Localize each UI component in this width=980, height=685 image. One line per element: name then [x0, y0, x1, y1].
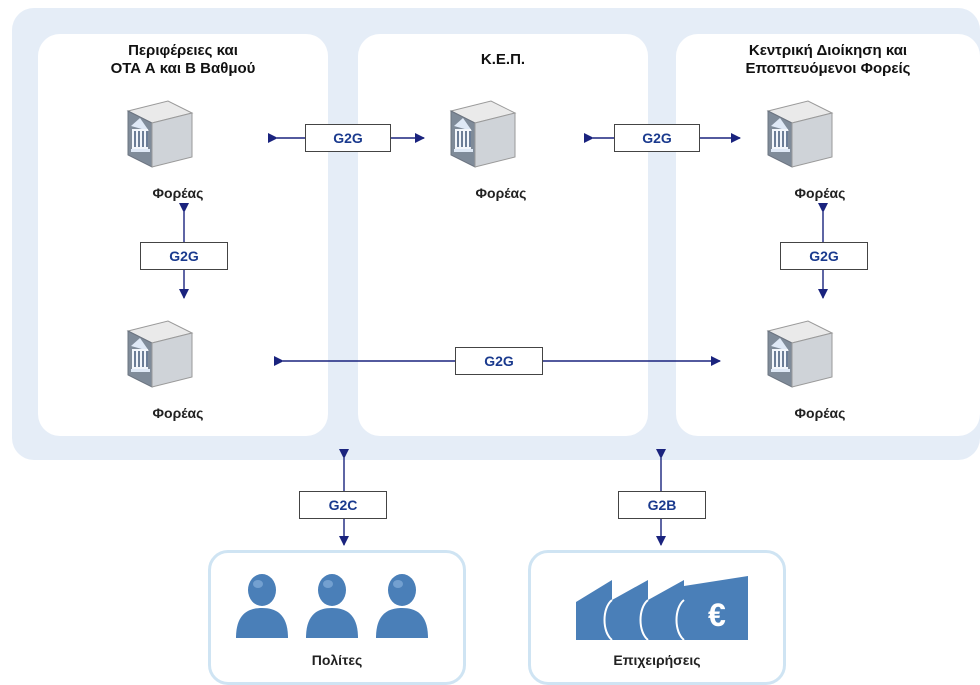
server-icon-right-top	[760, 93, 840, 173]
edge-label-left-middle: G2G	[305, 124, 391, 152]
server-icon-left-top	[120, 93, 200, 173]
title-central-admin: Κεντρική Διοίκηση και Εποπτευόμενοι Φορε…	[745, 42, 911, 77]
server-icon-right-bottom	[760, 313, 840, 393]
group-label-citizens: Πολίτες	[311, 652, 363, 668]
edge-label-middle-right: G2G	[614, 124, 700, 152]
edge-label-left-vertical: G2G	[140, 242, 228, 270]
node-label-right-top: Φορέας	[794, 185, 846, 201]
server-icon-left-bottom	[120, 313, 200, 393]
node-label-left-bottom: Φορέας	[152, 405, 204, 421]
edge-label-bottom-horizontal: G2G	[455, 347, 543, 375]
edge-label-right-vertical: G2G	[780, 242, 868, 270]
node-label-left-top: Φορέας	[152, 185, 204, 201]
euro-icon: €	[708, 597, 726, 633]
server-icon-middle	[443, 93, 523, 173]
title-regions: Περιφέρειες και ΟΤΑ Α και Β Βαθμού	[110, 42, 256, 77]
edge-label-businesses: G2B	[618, 491, 706, 519]
node-label-right-bottom: Φορέας	[794, 405, 846, 421]
citizens-icon	[236, 574, 428, 638]
title-kep: Κ.Ε.Π.	[480, 51, 526, 68]
edge-label-citizens: G2C	[299, 491, 387, 519]
group-label-businesses: Επιχειρήσεις	[613, 652, 701, 668]
businesses-icon: €	[576, 576, 748, 641]
node-label-middle: Φορέας	[475, 185, 527, 201]
